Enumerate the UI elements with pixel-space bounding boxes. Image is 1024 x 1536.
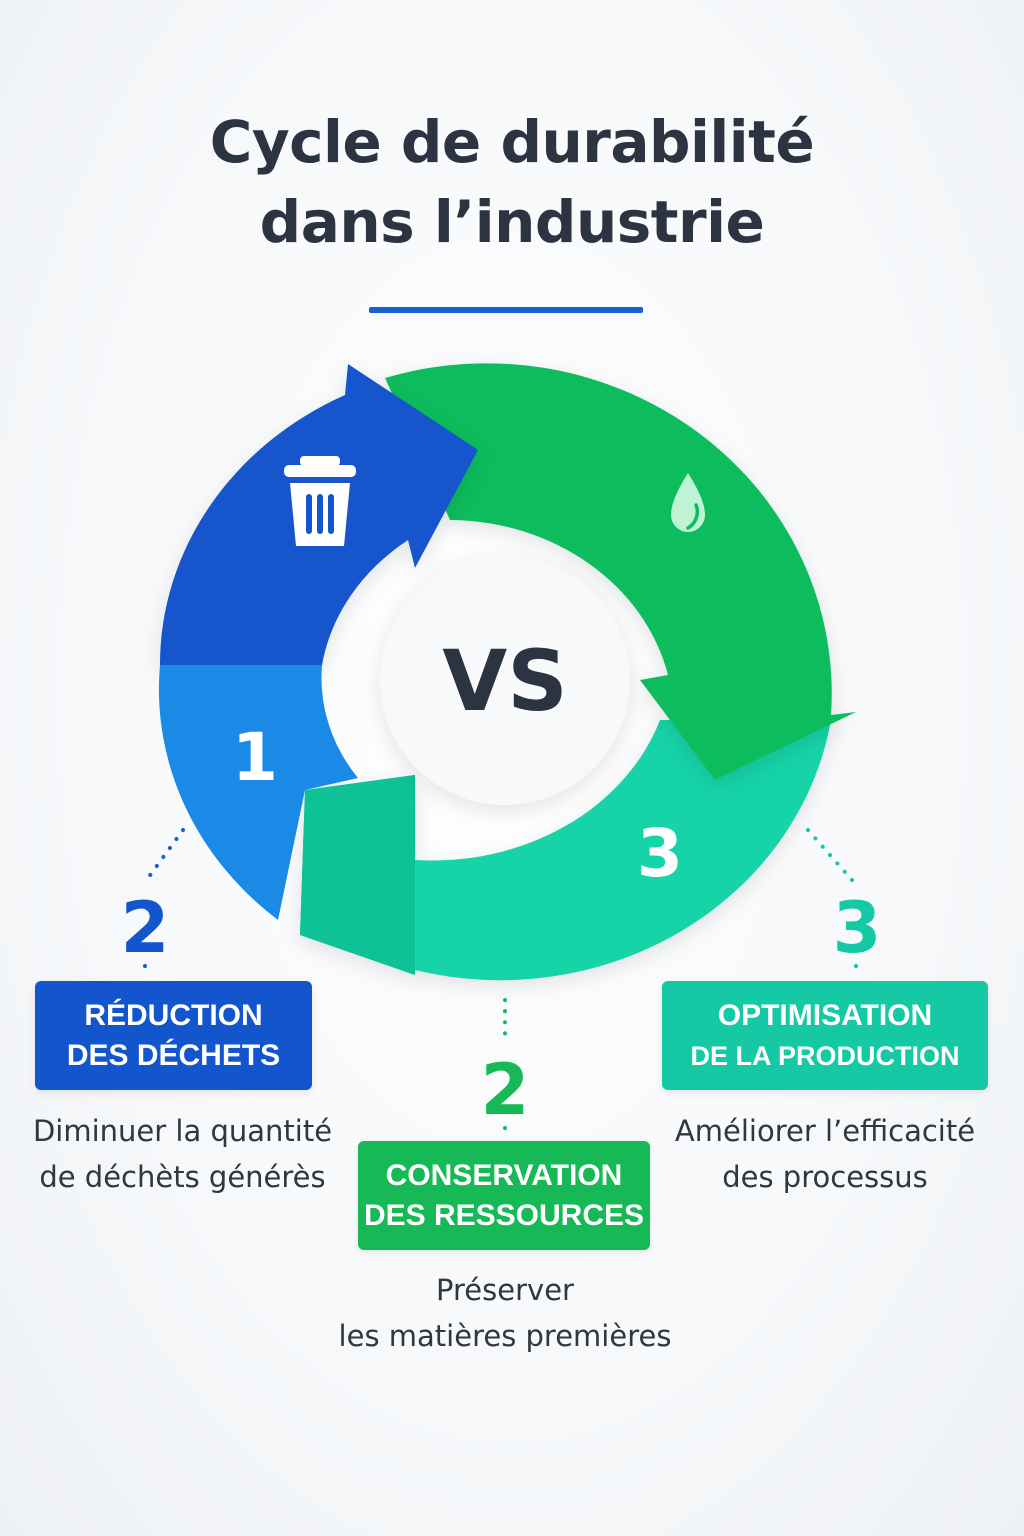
- center-label: VS: [442, 632, 568, 730]
- desc-waste-line-2: de déchèts générès: [39, 1160, 326, 1194]
- trash-icon: [284, 456, 356, 546]
- ring-segment-teal: [300, 720, 831, 981]
- ring-segment-green: [385, 363, 856, 780]
- badge-resource-conservation: CONSERVATION DES RESSOURCES: [358, 1141, 650, 1250]
- ring-segment-blue-light: [158, 665, 358, 920]
- step-number-production: 3: [832, 887, 882, 969]
- desc-resources-line-2: les matières premières: [338, 1319, 672, 1353]
- badge-production-line-2: DE LA PRODUCTION: [690, 1040, 960, 1071]
- step-number-waste: 2: [120, 887, 170, 969]
- badge-resources-line-1: CONSERVATION: [385, 1158, 623, 1192]
- title-underline: [369, 307, 643, 313]
- desc-production-line-2: des processus: [722, 1160, 928, 1194]
- badge-production-optimisation: OPTIMISATION DE LA PRODUCTION: [662, 981, 988, 1090]
- badge-waste-line-1: RÉDUCTION: [84, 998, 263, 1032]
- badge-waste-line-2: DES DÉCHETS: [66, 1038, 281, 1072]
- title-line-1: Cycle de durabilité: [209, 108, 815, 176]
- badge-resources-line-2: DES RESSOURCES: [363, 1198, 645, 1232]
- step-number-resources: 2: [480, 1049, 530, 1131]
- desc-resource-conservation: Préserver les matières premières: [330, 1267, 680, 1359]
- desc-production-optimisation: Améliorer l’efficacité des processus: [650, 1108, 1000, 1200]
- desc-production-line-1: Améliorer l’efficacité: [674, 1114, 976, 1148]
- title-line-2: dans l’industrie: [259, 188, 765, 256]
- page-title: Cycle de durabilité dans l’industrie: [0, 102, 1024, 262]
- ring-number-blue: 1: [232, 719, 278, 796]
- badge-production-line-1: OPTIMISATION: [717, 998, 933, 1032]
- ring-segment-teal-shade: [300, 775, 415, 975]
- desc-resources-line-1: Préserver: [436, 1273, 574, 1307]
- desc-waste-reduction: Diminuer la quantité de déchèts générès: [10, 1108, 355, 1200]
- desc-waste-line-1: Diminuer la quantité: [32, 1114, 333, 1148]
- ring-number-teal: 3: [637, 815, 683, 892]
- water-drop-icon: [671, 473, 705, 532]
- badge-waste-reduction: RÉDUCTION DES DÉCHETS: [35, 981, 312, 1090]
